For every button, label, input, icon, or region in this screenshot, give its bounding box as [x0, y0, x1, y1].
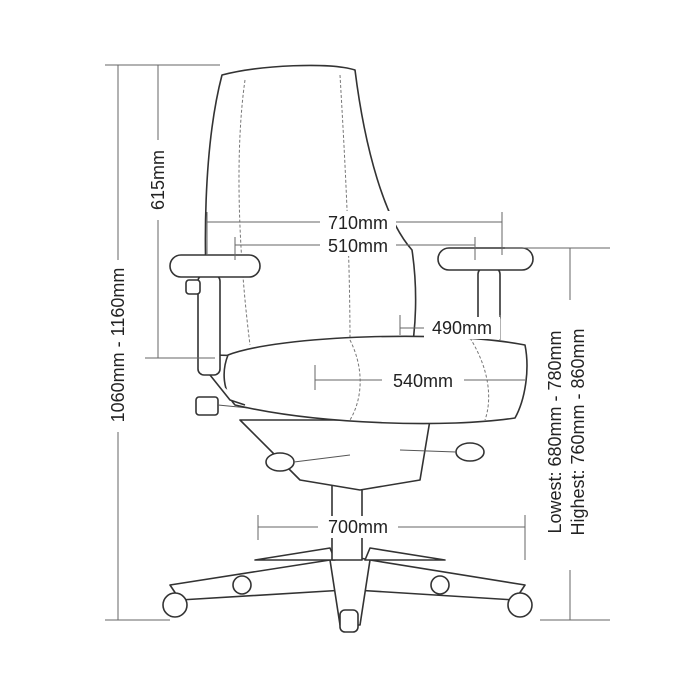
arm-height-lowest-label: Lowest: 680mm - 780mm — [545, 330, 565, 533]
back-height-label: 615mm — [148, 150, 168, 210]
total-height-label: 1060mm - 1160mm — [108, 268, 128, 423]
arm-inner-width-label: 510mm — [328, 236, 388, 256]
caster-icon — [162, 575, 533, 633]
arm-height-highest-label: Highest: 760mm - 860mm — [568, 328, 588, 535]
chair-mechanism — [195, 396, 485, 491]
chair-base — [162, 479, 533, 633]
chair-backrest — [204, 64, 417, 361]
chair-armrests — [169, 247, 534, 406]
seat-width-label: 540mm — [393, 371, 453, 391]
overall-width-label: 710mm — [328, 213, 388, 233]
base-width-label: 700mm — [328, 517, 388, 537]
seat-depth-label: 490mm — [432, 318, 492, 338]
